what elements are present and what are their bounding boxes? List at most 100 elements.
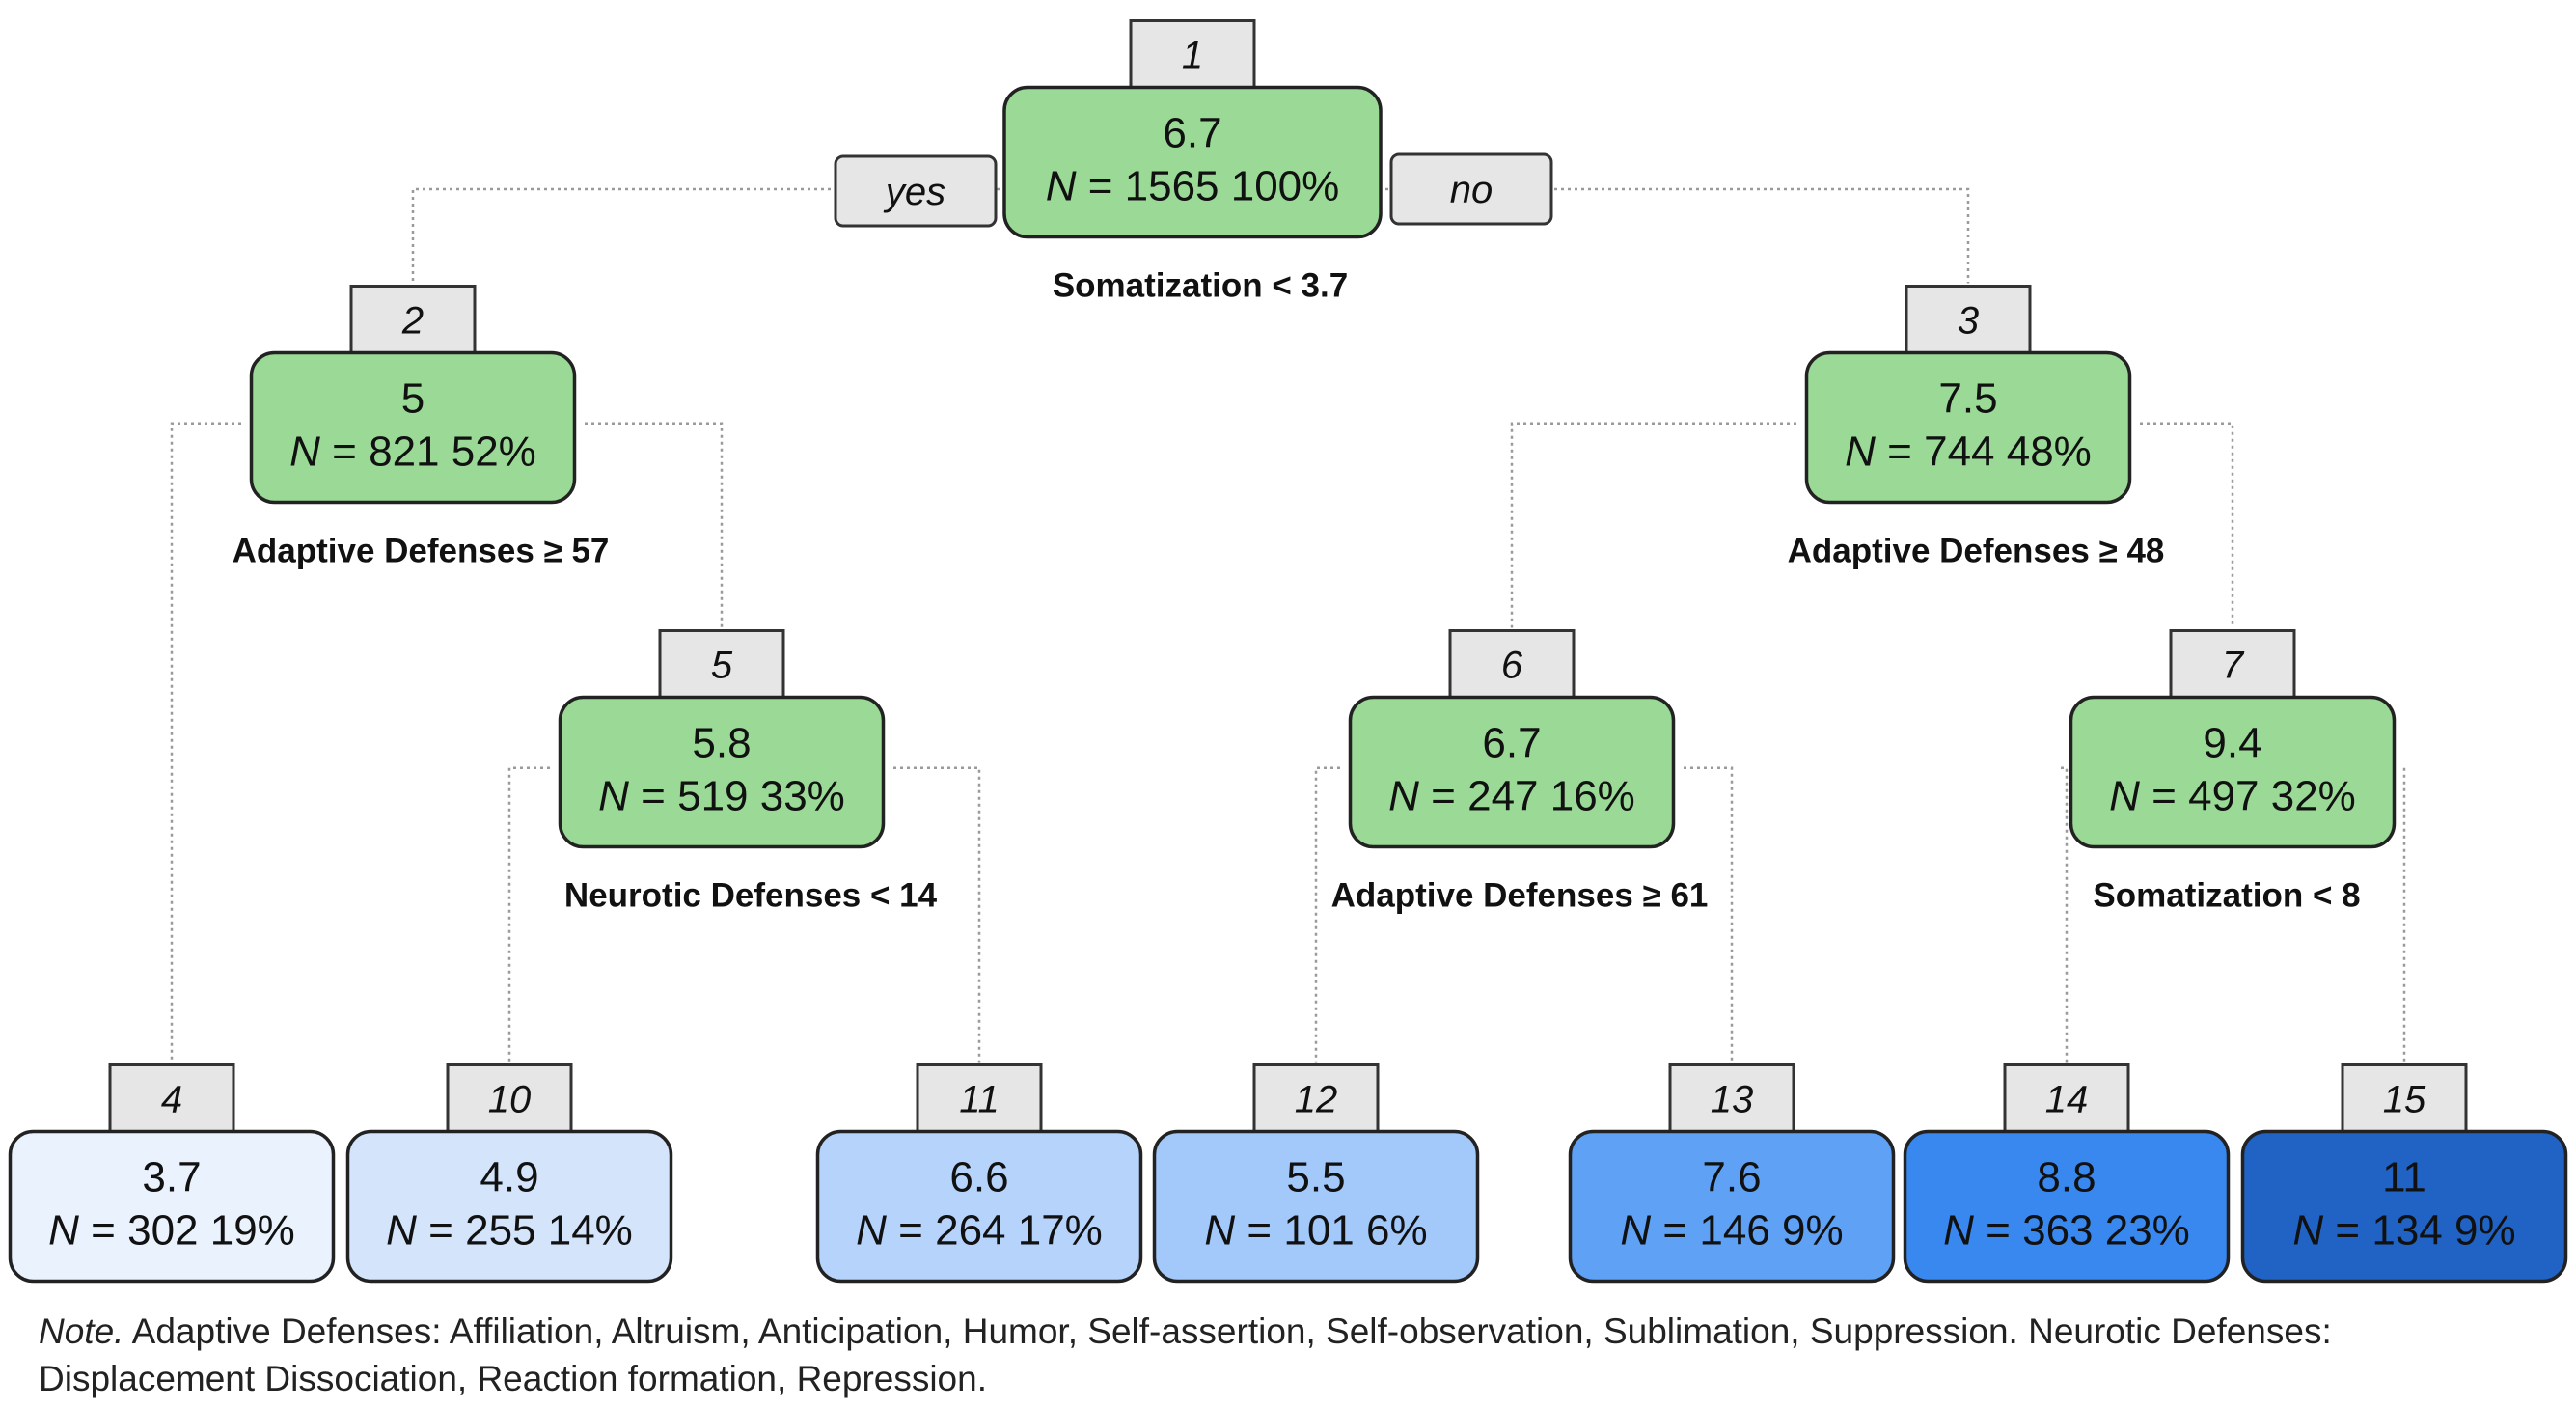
node-2-id-box — [349, 285, 477, 357]
tree-edges — [170, 187, 2406, 1063]
node-6-id: 6 — [1501, 645, 1523, 687]
node-2-value: 5 — [401, 375, 425, 423]
node-11-n: N = 264 17% — [856, 1207, 1103, 1255]
node-14-value: 8.8 — [2037, 1154, 2096, 1201]
node-11: 11 6.6 N = 264 17% — [815, 1063, 1143, 1284]
branch-label-no-text: no — [1450, 169, 1494, 211]
node-7-box — [2069, 695, 2397, 849]
note-lead: Note. — [39, 1311, 124, 1351]
edge-6-13 — [1684, 766, 1734, 1063]
node-14: 14 8.8 N = 363 23% — [1903, 1063, 2231, 1284]
node-6-id-box — [1448, 629, 1576, 702]
branch-label-no: no — [1389, 152, 1553, 226]
node-7: 7 9.4 N = 497 32% Somatization < 8 — [2069, 629, 2397, 915]
node-4-n: N = 302 19% — [48, 1207, 295, 1255]
figure-note: Note. Adaptive Defenses: Affiliation, Al… — [39, 1308, 2547, 1402]
node-1-box — [1002, 85, 1383, 239]
tree-nodes: 1 6.7 N = 1565 100% Somatization < 3.7 2 5 N =… — [8, 19, 2568, 1284]
node-13-n: N = 146 9% — [1620, 1207, 1843, 1255]
node-5-box — [558, 695, 886, 849]
node-5-value: 5.8 — [692, 720, 751, 767]
node-10-n: N = 255 14% — [386, 1207, 633, 1255]
node-4-id: 4 — [161, 1079, 182, 1121]
node-13-id-box — [1668, 1063, 1795, 1136]
edge-5-10 — [507, 766, 550, 1063]
node-5-split-rule: Neurotic Defenses < 14 — [564, 877, 938, 915]
node-10: 10 4.9 N = 255 14% — [345, 1063, 673, 1284]
node-2: 2 5 N = 821 52% Adaptive Defenses ≥ 57 — [233, 285, 610, 570]
node-3-id-box — [1905, 285, 2032, 357]
node-3-box — [1804, 350, 2132, 505]
node-14-box — [1903, 1129, 2231, 1284]
node-11-value: 6.6 — [949, 1154, 1008, 1201]
node-12-value: 5.5 — [1286, 1154, 1345, 1201]
node-6-value: 6.7 — [1482, 720, 1541, 767]
node-15: 15 11 N = 134 9% — [2240, 1063, 2568, 1284]
node-12-box — [1152, 1129, 1480, 1284]
node-3-id: 3 — [1958, 300, 1979, 343]
node-6-box — [1348, 695, 1676, 849]
node-3-value: 7.5 — [1938, 375, 1997, 423]
node-4-value: 3.7 — [142, 1154, 201, 1201]
node-15-id-box — [2341, 1063, 2468, 1136]
node-13-value: 7.6 — [1702, 1154, 1761, 1201]
node-15-id: 15 — [2383, 1079, 2426, 1121]
node-1-value: 6.7 — [1163, 110, 1221, 157]
node-1-n: N = 1565 100% — [1046, 163, 1340, 210]
node-10-value: 4.9 — [480, 1154, 538, 1201]
node-7-id-box — [2169, 629, 2296, 702]
node-15-n: N = 134 9% — [2292, 1207, 2515, 1255]
node-3-n: N = 744 48% — [1845, 428, 2092, 476]
node-2-split-rule: Adaptive Defenses ≥ 57 — [233, 533, 610, 570]
edge-1-3 — [1352, 187, 1970, 284]
node-1-id: 1 — [1182, 35, 1203, 77]
node-1-split-rule: Somatization < 3.7 — [1053, 267, 1348, 305]
node-14-id: 14 — [2045, 1079, 2089, 1121]
node-6-split-rule: Adaptive Defenses ≥ 61 — [1331, 877, 1709, 915]
node-7-split-rule: Somatization < 8 — [2093, 877, 2360, 915]
node-14-n: N = 363 23% — [1943, 1207, 2190, 1255]
branch-label-yes: yes — [834, 154, 998, 228]
node-12-id: 12 — [1295, 1079, 1338, 1121]
edge-3-6 — [1510, 422, 1796, 628]
branch-label-yes-text: yes — [883, 171, 945, 213]
node-5-n: N = 519 33% — [598, 773, 845, 820]
node-4-box — [8, 1129, 336, 1284]
node-10-id-box — [446, 1063, 573, 1136]
node-10-box — [345, 1129, 673, 1284]
node-7-value: 9.4 — [2203, 720, 2261, 767]
node-6: 6 6.7 N = 247 16% Adaptive Defenses ≥ 61 — [1331, 629, 1709, 915]
node-10-id: 10 — [488, 1079, 532, 1121]
node-13-box — [1568, 1129, 1896, 1284]
edge-2-5 — [585, 422, 724, 628]
node-4-id-box — [108, 1063, 235, 1136]
node-6-n: N = 247 16% — [1388, 773, 1635, 820]
note-text: Adaptive Defenses: Affiliation, Altruism… — [39, 1311, 2332, 1398]
node-3: 37.5N = 744 48%Adaptive Defenses ≥ 48 — [1788, 285, 2164, 570]
edge-1-2 — [411, 187, 1033, 284]
node-13-id: 13 — [1711, 1079, 1754, 1121]
node-2-n: N = 821 52% — [289, 428, 536, 476]
edge-7-14 — [2061, 766, 2069, 1063]
node-1: 1 6.7 N = 1565 100% Somatization < 3.7 — [1002, 19, 1383, 305]
branch-labels: yes no — [834, 152, 1553, 228]
edge-6-12 — [1314, 766, 1340, 1063]
node-15-value: 11 — [2382, 1154, 2426, 1201]
branch-label-no-box — [1389, 152, 1553, 226]
node-1-id-box — [1129, 19, 1256, 92]
node-2-box — [249, 350, 577, 505]
node-11-box — [815, 1129, 1143, 1284]
node-7-id: 7 — [2222, 645, 2245, 687]
node-11-id-box — [916, 1063, 1043, 1136]
branch-label-yes-box — [834, 154, 998, 228]
node-13: 13 7.6 N = 146 9% — [1568, 1063, 1896, 1284]
edge-2-4 — [170, 422, 241, 1063]
node-7-n: N = 497 32% — [2109, 773, 2356, 820]
node-4: 4 3.7 N = 302 19% — [8, 1063, 336, 1284]
node-12-n: N = 101 6% — [1204, 1207, 1427, 1255]
node-14-id-box — [2003, 1063, 2130, 1136]
node-2-id: 2 — [401, 300, 424, 343]
node-11-id: 11 — [959, 1079, 1000, 1121]
node-12-id-box — [1252, 1063, 1380, 1136]
regression-tree: yes no 1 6.7 N = 1565 100% Somatization < 3.… — [8, 19, 2568, 1284]
